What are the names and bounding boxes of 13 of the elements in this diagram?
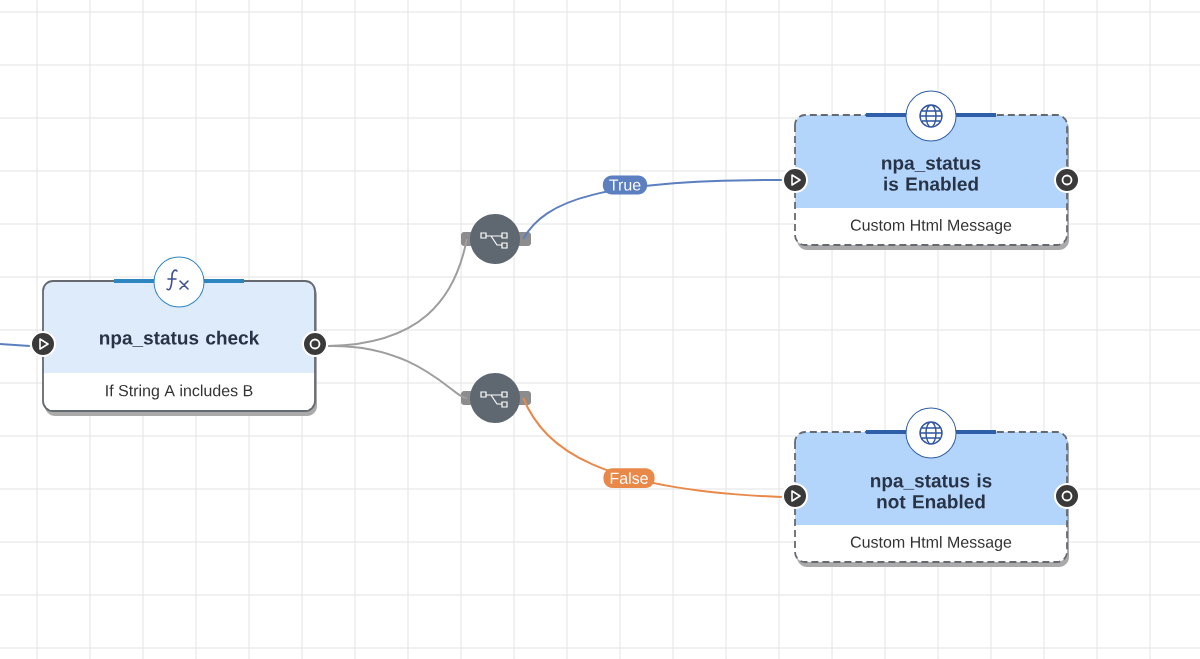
node-title: npa_status is Enabled xyxy=(882,157,981,191)
process-card xyxy=(30,256,328,416)
connector xyxy=(327,345,468,399)
node-subtitle: Custom Html Message xyxy=(850,536,1012,551)
node-title: npa_status is not Enabled xyxy=(871,473,992,509)
node-subtitle: If String A includes B xyxy=(106,384,253,400)
node-subtitle: Custom Html Message xyxy=(850,219,1012,234)
process-card xyxy=(782,407,1080,567)
branch-node xyxy=(461,373,531,423)
branch-node xyxy=(461,214,531,264)
process-card xyxy=(782,90,1080,250)
node-title: npa_status check xyxy=(100,330,260,349)
connector xyxy=(0,343,31,347)
